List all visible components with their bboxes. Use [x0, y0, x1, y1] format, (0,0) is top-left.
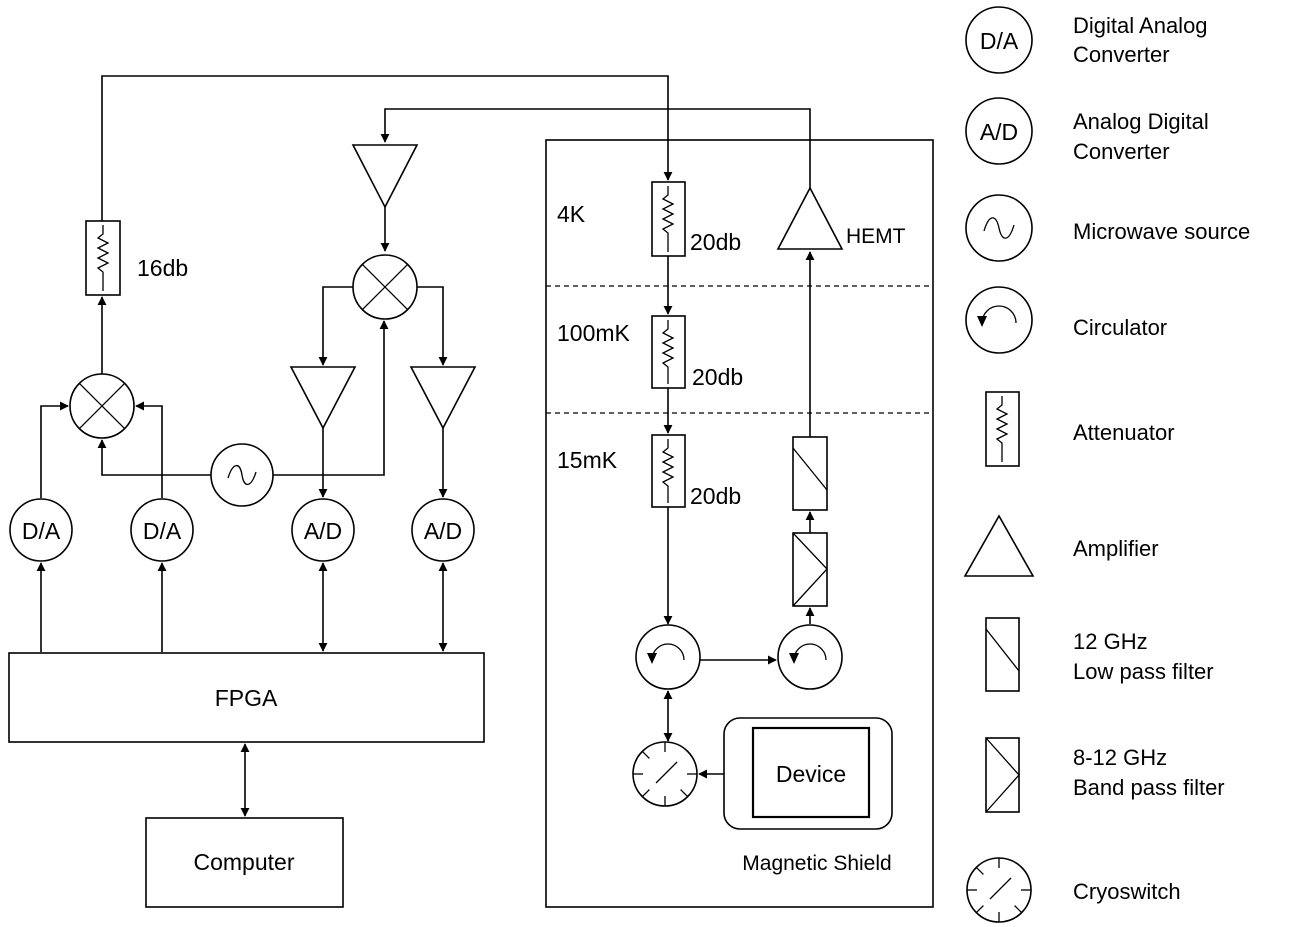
legend-lpf-line1: 12 GHz — [1073, 629, 1148, 654]
da2-to-mixer-arrow — [135, 401, 163, 498]
magnetic-shield-label: Magnetic Shield — [742, 852, 891, 875]
computer-block: Computer — [145, 817, 344, 908]
circulator-1 — [635, 624, 701, 690]
da-converter-1-label: D/A — [22, 518, 61, 544]
legend-attenuator-label: Attenuator — [1073, 420, 1175, 445]
fpga-label: FPGA — [215, 685, 278, 711]
legend-attenuator-item: Attenuator — [985, 391, 1175, 467]
lo-to-up-mixer-arrow — [97, 439, 211, 476]
legend-amplifier-item: Amplifier — [963, 514, 1159, 577]
legend-bpf-line1: 8-12 GHz — [1073, 745, 1167, 770]
legend: D/A Digital Analog Converter A/D Analog … — [963, 6, 1250, 923]
attenuator-100mk: 20db — [651, 315, 743, 390]
mixer-up — [69, 373, 135, 439]
legend-da-symbol: D/A — [980, 28, 1019, 54]
attenuator-room-temp: 16db — [85, 220, 188, 296]
ad-converter-1: A/D — [291, 498, 355, 562]
stage-15mk-label: 15mK — [557, 447, 618, 473]
legend-microwave-item: Microwave source — [965, 194, 1250, 262]
attenuator-15mk: 20db — [651, 434, 741, 509]
legend-cryoswitch-label: Cryoswitch — [1073, 879, 1181, 904]
fpga-block: FPGA — [8, 652, 485, 743]
ad-converter-2: A/D — [411, 498, 475, 562]
amplifier-i — [289, 366, 357, 430]
legend-bpf-item: 8-12 GHz Band pass filter — [985, 737, 1225, 813]
fridge-enclosure — [545, 139, 934, 908]
da1-to-mixer-arrow — [40, 401, 69, 498]
da-converter-2-label: D/A — [143, 518, 182, 544]
legend-lpf-item: 12 GHz Low pass filter — [985, 617, 1214, 692]
legend-ad-symbol: A/D — [980, 119, 1018, 145]
hemt-amplifier: HEMT — [776, 186, 906, 250]
da-converter-2: D/A — [130, 498, 194, 562]
cryoswitch — [632, 741, 698, 807]
readout-return-line — [380, 108, 811, 188]
da-converter-1: D/A — [9, 498, 73, 562]
legend-circulator-item: Circulator — [965, 286, 1167, 354]
amplifier-q — [409, 366, 477, 430]
amplifier-room-temp — [351, 144, 419, 209]
attenuation-15mk-label: 20db — [690, 483, 741, 509]
low-pass-filter — [792, 436, 828, 511]
legend-amplifier-label: Amplifier — [1073, 536, 1159, 561]
legend-ad-line1: Analog Digital — [1073, 109, 1209, 134]
legend-cryoswitch-item: Cryoswitch — [966, 857, 1181, 923]
legend-da-item: D/A Digital Analog Converter — [965, 6, 1208, 74]
device-label: Device — [776, 761, 846, 787]
legend-circulator-label: Circulator — [1073, 315, 1167, 340]
legend-da-line1: Digital Analog — [1073, 13, 1208, 38]
legend-lpf-line2: Low pass filter — [1073, 659, 1214, 684]
attenuation-100mk-label: 20db — [692, 364, 743, 390]
legend-da-line2: Converter — [1073, 42, 1170, 67]
band-pass-filter — [792, 532, 828, 607]
mixer-down — [352, 254, 418, 320]
legend-bpf-line2: Band pass filter — [1073, 775, 1225, 800]
hemt-label: HEMT — [846, 225, 906, 248]
mixer-to-amp-i-arrow — [318, 286, 353, 366]
stage-100mk-label: 100mK — [557, 320, 631, 346]
lo-to-down-mixer-arrow — [273, 320, 389, 476]
mixer-to-amp-q-arrow — [417, 286, 448, 366]
attenuator-4k: 20db — [651, 181, 741, 257]
legend-ad-line2: Converter — [1073, 139, 1170, 164]
computer-label: Computer — [194, 849, 295, 875]
ad-converter-1-label: A/D — [304, 518, 342, 544]
attenuation-16db-label: 16db — [137, 255, 188, 281]
attenuation-4k-label: 20db — [690, 229, 741, 255]
ad-converter-2-label: A/D — [424, 518, 462, 544]
magnetic-shield: Device — [723, 717, 893, 830]
microwave-source — [210, 443, 274, 507]
drive-line — [101, 75, 673, 221]
circulator-2 — [777, 624, 843, 690]
stage-4k-label: 4K — [557, 201, 586, 227]
legend-ad-item: A/D Analog Digital Converter — [965, 97, 1209, 165]
legend-microwave-label: Microwave source — [1073, 219, 1250, 244]
